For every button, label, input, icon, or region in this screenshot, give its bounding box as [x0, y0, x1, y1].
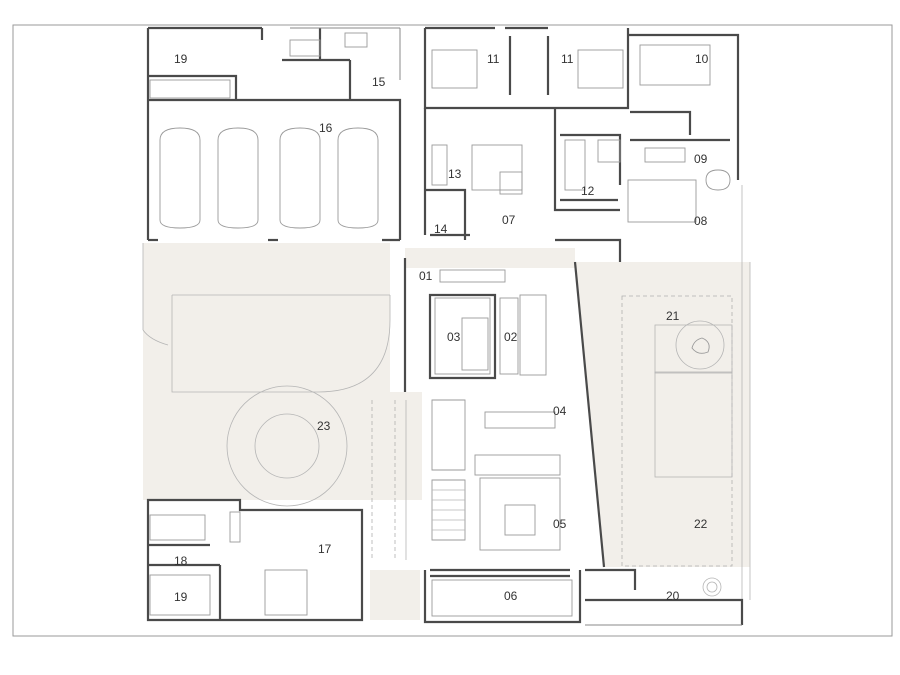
room-label-06: 06: [504, 589, 518, 603]
room-label-20: 20: [666, 589, 680, 603]
room-label-19-south: 19: [174, 590, 188, 604]
room-label-14: 14: [434, 222, 448, 236]
room-label-18: 18: [174, 554, 188, 568]
room-label-22: 22: [694, 517, 708, 531]
room-label-07: 07: [502, 213, 516, 227]
room-label-11-west: 11: [487, 52, 500, 66]
site-outlines: [142, 185, 751, 625]
room-label-08: 08: [694, 214, 708, 228]
room-label-17: 17: [318, 542, 332, 556]
room-label-01: 01: [419, 269, 433, 283]
room-label-19-north: 19: [174, 52, 188, 66]
room-label-12: 12: [581, 184, 595, 198]
room-label-05: 05: [553, 517, 567, 531]
room-label-11-east: 11: [561, 52, 574, 66]
room-label-10: 10: [695, 52, 709, 66]
room-label-13: 13: [448, 167, 462, 181]
drawing-frame: [12, 24, 893, 637]
room-label-15: 15: [372, 75, 386, 89]
room-labels: 01 02 03 04 05 06 07 08 09 10 11 11 12 1…: [174, 52, 709, 604]
room-label-16: 16: [319, 121, 333, 135]
room-label-23: 23: [317, 419, 331, 433]
paving-areas: [143, 243, 750, 620]
room-label-02: 02: [504, 330, 518, 344]
furniture: [149, 32, 731, 617]
room-label-03: 03: [447, 330, 461, 344]
walls: [146, 26, 744, 626]
room-label-21: 21: [666, 309, 680, 323]
room-label-09: 09: [694, 152, 708, 166]
room-label-04: 04: [553, 404, 567, 418]
